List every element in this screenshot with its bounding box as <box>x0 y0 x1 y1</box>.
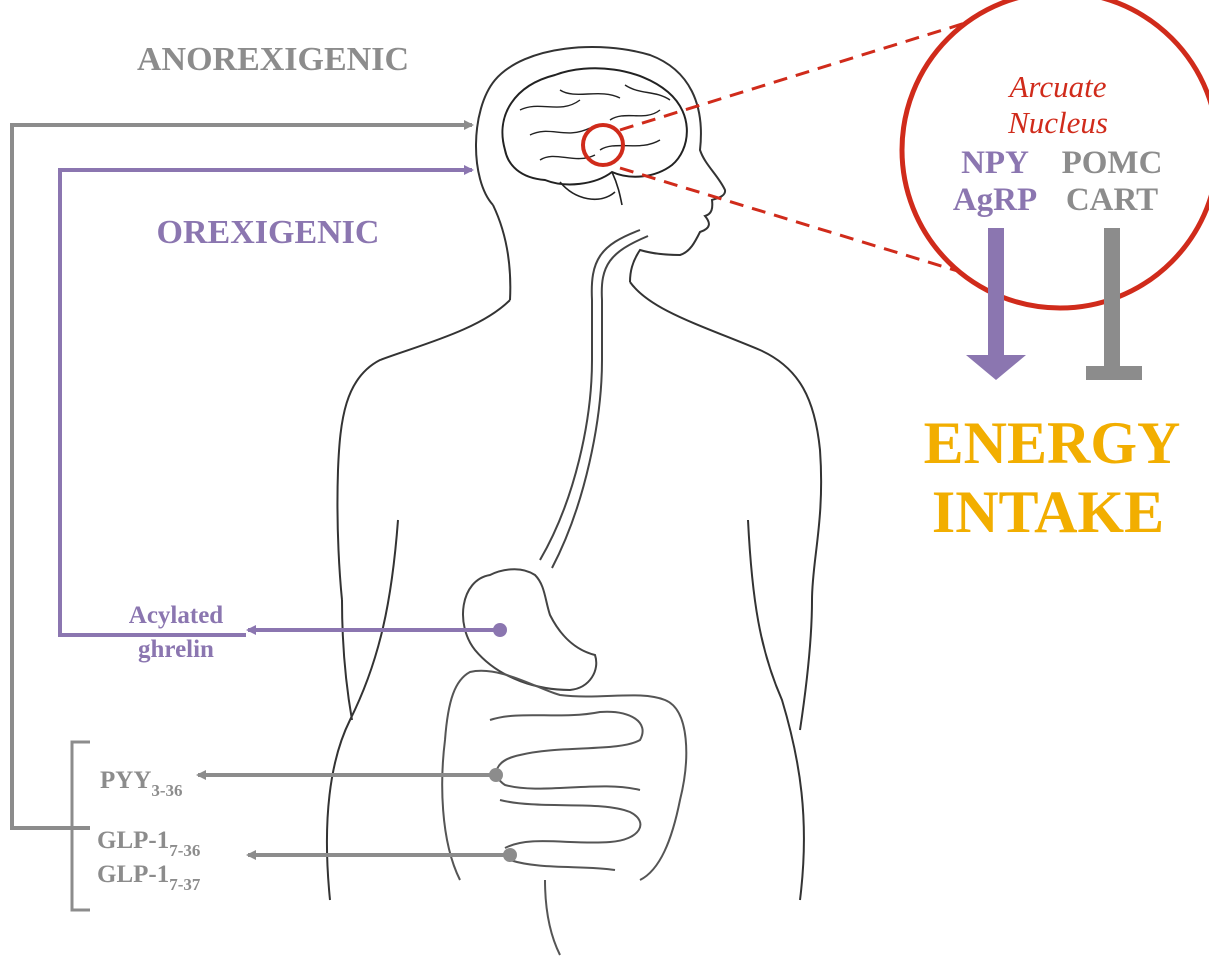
right-shoulder <box>630 282 821 600</box>
glp1-736-subscript: 7-36 <box>169 841 200 860</box>
anorexigenic-label: ANOREXIGENIC <box>137 41 409 78</box>
acylated-label: Acylated <box>129 602 224 629</box>
small-intestine-2 <box>500 800 640 848</box>
pyy-label: PYY3-36 <box>100 767 183 800</box>
left-arm <box>342 600 352 720</box>
pyy-source-dot <box>489 768 503 782</box>
arcuate-label-line1: Arcuate <box>1008 69 1107 104</box>
pyy-main-text: PYY <box>100 767 151 794</box>
glp1-737-subscript: 7-37 <box>169 875 201 894</box>
glp1-737-main-text: GLP-1 <box>97 861 169 888</box>
left-torso <box>327 520 398 900</box>
brain <box>502 68 686 205</box>
agrp-label: AgRP <box>953 182 1037 218</box>
energy-label: ENERGY <box>924 410 1181 476</box>
orexigenic-label: OREXIGENIC <box>157 214 380 251</box>
stimulate-arrow-head <box>966 355 1026 380</box>
stimulate-arrow-shaft <box>988 228 1004 358</box>
neck-back <box>493 205 510 300</box>
inhibit-bar-shaft <box>1104 228 1120 366</box>
arcuate-label-line2: Nucleus <box>1007 105 1108 140</box>
npy-label: NPY <box>961 145 1029 181</box>
right-arm <box>800 600 812 730</box>
glp1-source-dot <box>503 848 517 862</box>
inhibit-bar-cap <box>1086 366 1142 380</box>
arcuate-nucleus-circle <box>902 0 1209 308</box>
cart-label: CART <box>1066 182 1158 218</box>
ghrelin-label: ghrelin <box>138 636 214 663</box>
esophagus <box>540 230 648 568</box>
small-intestine-3 <box>510 860 615 870</box>
intake-label: INTAKE <box>932 479 1164 545</box>
body-outline <box>327 47 821 900</box>
brain-stem <box>612 172 622 205</box>
pomc-label: POMC <box>1062 145 1163 181</box>
glp1-737-label: GLP-17-37 <box>97 861 201 894</box>
right-torso <box>748 520 804 900</box>
left-shoulder <box>337 300 510 600</box>
ghrelin-source-dot <box>493 623 507 637</box>
intestines <box>442 671 686 955</box>
rectum <box>545 880 560 955</box>
glp1-736-label: GLP-17-36 <box>97 827 200 860</box>
glp1-736-main-text: GLP-1 <box>97 827 169 854</box>
small-intestine-1 <box>490 712 643 790</box>
pyy-subscript: 3-36 <box>151 781 182 800</box>
